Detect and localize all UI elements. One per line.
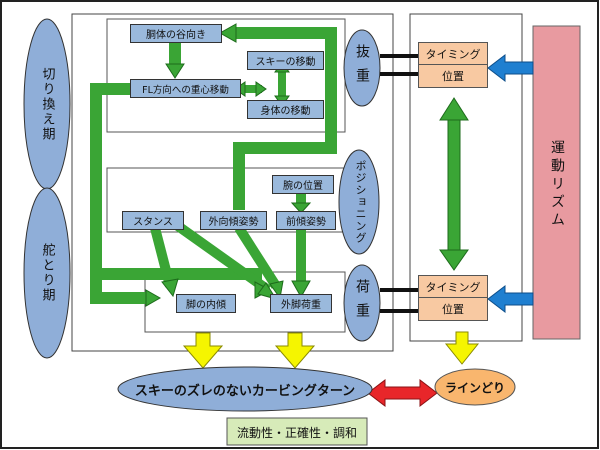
positioning-label: ポジショニング <box>354 160 367 244</box>
blue-arrows <box>487 53 534 314</box>
main-frame <box>71 13 394 352</box>
cog-fl-box: FL方向への重心移動 <box>130 79 241 98</box>
steering-phase-ellipse <box>23 187 71 359</box>
rhythm-box <box>532 25 581 340</box>
timing-box-top: タイミング <box>418 42 488 66</box>
footer-label: 流動性・正確性・調和 <box>236 425 357 440</box>
red-double-arrow <box>367 378 438 408</box>
motion-rhythm-label: 運動リズム <box>549 140 565 230</box>
position-box-top: 位置 <box>418 64 488 88</box>
outward-lean-box: 外向傾姿勢 <box>200 211 267 230</box>
body-movement-box: 身体の移動 <box>247 100 324 119</box>
timing-double-arrow <box>439 97 469 271</box>
leg-inclination-box: 脚の内傾 <box>176 294 236 313</box>
stance-box: スタンス <box>122 211 184 230</box>
unweight-label: 抜重 <box>354 44 370 92</box>
line-choice-label: ラインどり <box>444 380 505 395</box>
forward-lean-box: 前傾姿勢 <box>276 211 336 230</box>
positioning-ellipse <box>338 149 380 255</box>
green-connectors <box>90 27 337 304</box>
yellow-arrows <box>182 331 480 369</box>
arm-position-box: 腕の位置 <box>272 175 334 194</box>
timing-box-bottom: タイミング <box>418 275 488 299</box>
switch-phase-label: 切り換え期 <box>39 66 55 142</box>
steering-phase-label: 舵とり期 <box>39 243 55 303</box>
unweight-ellipse <box>343 29 381 107</box>
weight-label: 荷重 <box>354 279 370 327</box>
outer-leg-load-box: 外脚荷重 <box>270 294 332 313</box>
ski-movement-box: スキーの移動 <box>247 51 324 70</box>
line-choice-ellipse <box>434 368 516 406</box>
weight-ellipse <box>343 264 381 342</box>
position-box-bottom: 位置 <box>418 297 488 321</box>
carving-turn-ellipse <box>117 366 373 412</box>
torso-downhill-box: 胴体の谷向き <box>130 24 222 43</box>
carving-turn-label: スキーのズレのないカービングターン <box>134 383 356 399</box>
footer-box <box>226 417 368 446</box>
